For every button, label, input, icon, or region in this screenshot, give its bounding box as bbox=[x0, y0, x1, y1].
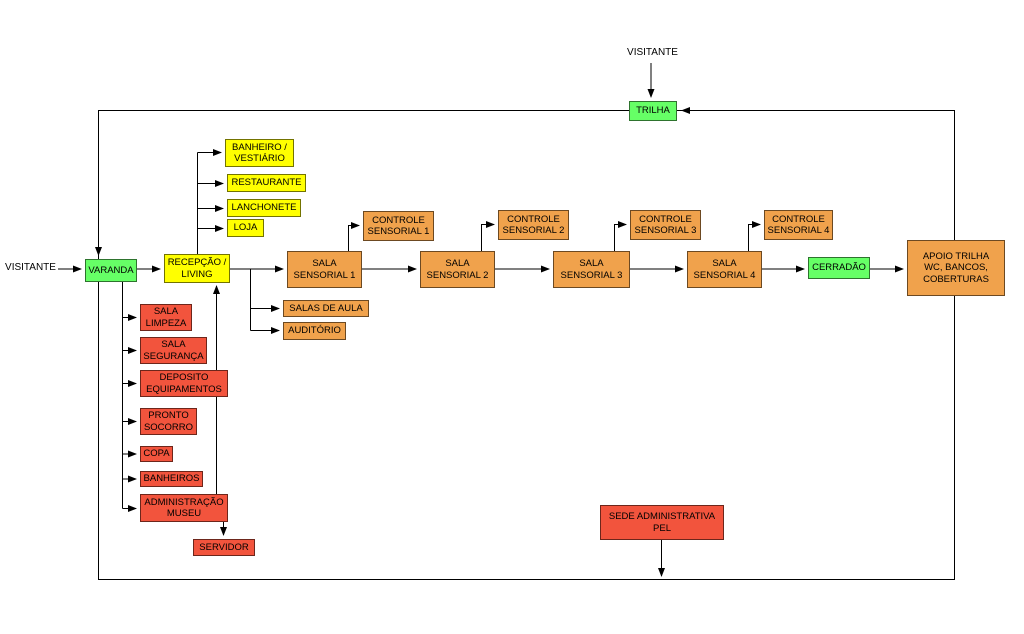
node-sala-sensorial-1: SALA SENSORIAL 1 bbox=[287, 251, 362, 288]
visitante-top-label: VISITANTE bbox=[627, 47, 678, 58]
node-sede-administrativa-pel: SEDE ADMINISTRATIVA PEL bbox=[600, 505, 724, 540]
node-sala-sensorial-4: SALA SENSORIAL 4 bbox=[687, 251, 762, 288]
node-controle-sensorial-2: CONTROLE SENSORIAL 2 bbox=[498, 210, 569, 240]
node-administracao-museu: ADMINISTRAÇÃO MUSEU bbox=[140, 494, 228, 522]
node-apoio-trilha: APOIO TRILHA WC, BANCOS, COBERTURAS bbox=[907, 240, 1005, 296]
node-trilha: TRILHA bbox=[629, 101, 677, 121]
node-banheiros: BANHEIROS bbox=[140, 471, 203, 487]
node-auditorio: AUDITÓRIO bbox=[283, 322, 346, 340]
node-salas-de-aula: SALAS DE AULA bbox=[283, 300, 369, 317]
node-banheiro-vestiario: BANHEIRO / VESTIÁRIO bbox=[225, 139, 294, 167]
node-controle-sensorial-4: CONTROLE SENSORIAL 4 bbox=[764, 210, 833, 240]
node-servidor: SERVIDOR bbox=[193, 539, 255, 556]
node-controle-sensorial-3: CONTROLE SENSORIAL 3 bbox=[630, 210, 701, 240]
node-loja: LOJA bbox=[227, 219, 264, 237]
node-varanda: VARANDA bbox=[85, 259, 137, 282]
node-sala-limpeza: SALA LIMPEZA bbox=[140, 304, 192, 331]
node-copa: COPA bbox=[140, 446, 173, 462]
visitante-left-label: VISITANTE bbox=[5, 262, 56, 273]
node-recepcao-living: RECEPÇÃO / LIVING bbox=[164, 254, 230, 283]
node-cerradao: CERRADÃO bbox=[808, 257, 870, 279]
node-pronto-socorro: PRONTO SOCORRO bbox=[140, 408, 197, 435]
diagram-border bbox=[98, 110, 955, 580]
node-deposito-equipamentos: DEPOSITO EQUIPAMENTOS bbox=[140, 370, 228, 397]
node-restaurante: RESTAURANTE bbox=[227, 174, 306, 192]
node-sala-sensorial-2: SALA SENSORIAL 2 bbox=[420, 251, 495, 288]
node-sala-seguranca: SALA SEGURANÇA bbox=[140, 337, 207, 364]
node-controle-sensorial-1: CONTROLE SENSORIAL 1 bbox=[363, 211, 434, 241]
node-lanchonete: LANCHONETE bbox=[227, 199, 301, 217]
node-sala-sensorial-3: SALA SENSORIAL 3 bbox=[553, 251, 630, 288]
